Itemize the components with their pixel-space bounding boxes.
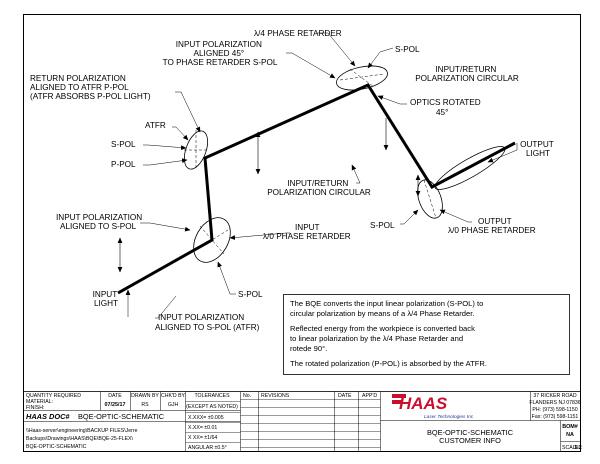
label-return-pol: RETURN POLARIZATION ALIGNED TO ATFR P-PO… [30,74,151,101]
label-output-half-wave: OUTPUT λ/0 PHASE RETARDER [448,217,536,235]
atfr-element [183,130,209,170]
svg-text:MATERIAL:: MATERIAL: [26,399,53,405]
svg-text:REVISIONS: REVISIONS [261,393,290,399]
svg-text:Laser Technologies Inc: Laser Technologies Inc [424,414,474,420]
label-quarter-wave: λ/4 PHASE RETARDER [254,29,342,38]
svg-text:PH: (973) 598-1150: PH: (973) 598-1150 [532,407,577,413]
svg-text:37 RICKER ROAD: 37 RICKER ROAD [533,393,576,399]
quarter-wave-retarder [336,65,388,91]
label-input-pol-45: INPUT POLARIZATION ALIGNED 45° TO PHASE … [163,40,278,67]
haas-logo: HAAS Laser Technologies Inc [392,394,474,420]
svg-text:1:2: 1:2 [574,445,582,451]
label-s-pol-input: S-POL [238,290,263,299]
note-box: The BQE converts the input linear polari… [283,294,570,375]
svg-text:X.XX= ±0.01: X.XX= ±0.01 [188,425,217,431]
label-input-half-wave: INPUT λ/0 PHASE RETARDER [263,223,351,241]
svg-text:DATE: DATE [108,393,122,399]
svg-text:DRAWN BY: DRAWN BY [131,393,159,399]
svg-text:ANGULAR ±0.5°: ANGULAR ±0.5° [188,445,227,451]
svg-text:NA: NA [566,432,574,438]
label-output-light: OUTPUT LIGHT [520,140,556,158]
title-block [23,391,581,452]
leader-lines [125,32,518,319]
svg-text:TOLERANCES: TOLERANCES [194,393,230,399]
svg-text:FINISH:: FINISH: [26,405,44,411]
svg-text:No.: No. [243,393,251,399]
svg-text:The BQE converts the input lin: The BQE converts the input linear polari… [290,299,487,368]
svg-text:CUSTOMER INFO: CUSTOMER INFO [439,436,501,445]
label-input-return-circ-top: INPUT/RETURN POLARIZATION CIRCULAR [415,65,519,83]
label-s-pol-top: S-POL [395,45,420,54]
svg-text:GJH: GJH [168,402,179,408]
svg-text:BQE-OPTIC-SCHEMATIC: BQE-OPTIC-SCHEMATIC [427,428,514,437]
svg-text:X.XXX= ±0.005: X.XXX= ±0.005 [188,415,224,421]
svg-text:X XX= ±1/64: X XX= ±1/64 [188,435,217,441]
label-input-light: INPUT LIGHT [93,290,120,308]
svg-text:BQE-OPTIC-SCHEMATIC: BQE-OPTIC-SCHEMATIC [78,412,165,421]
label-s-pol-output: S-POL [370,221,395,230]
title-block-text: QUANTITY REQUIRED MATERIAL: FINISH: DATE… [26,393,582,451]
label-input-return-circ-mid: INPUT/RETURN POLARIZATION CIRCULAR [267,179,371,197]
beam-path [117,83,516,295]
svg-text:BQE-OPTIC-SCHEMATIC: BQE-OPTIC-SCHEMATIC [26,444,87,450]
svg-text:SCALE:: SCALE: [562,445,580,451]
label-s-pol-atfr: S-POL [111,140,136,149]
label-optics-rotated: OPTICS ROTATED 45° [410,98,483,117]
label-atfr: ATFR [145,121,166,130]
svg-text:HAAS DOC#: HAAS DOC# [26,412,70,421]
svg-text:CHK'D BY: CHK'D BY [161,393,186,399]
svg-text:(EXCEPT AS NOTED): (EXCEPT AS NOTED) [186,404,238,410]
svg-text:HAAS: HAAS [399,394,448,413]
svg-text:\\Haas-server\engineering\BACK: \\Haas-server\engineering\BACKUP FILES\J… [26,428,138,434]
svg-text:07/25/17: 07/25/17 [105,402,126,408]
label-p-pol: P-POL [111,160,136,169]
svg-text:QUANTITY REQUIRED: QUANTITY REQUIRED [26,393,81,399]
label-input-pol-s: INPUT POLARIZATION ALIGNED TO S-POL [56,213,144,231]
svg-text:APP'D: APP'D [362,393,377,399]
svg-text:DATE: DATE [338,393,352,399]
svg-text:FLANDERS NJ 07836: FLANDERS NJ 07836 [529,400,580,406]
svg-text:BOM#: BOM# [562,424,578,430]
svg-text:RS: RS [141,402,149,408]
label-input-pol-atfr: INPUT POLARIZATION ALIGNED TO S-POL (ATF… [155,313,260,332]
output-half-wave-retarder [417,179,443,219]
svg-text:Fax: (973) 598-1151: Fax: (973) 598-1151 [532,414,579,420]
svg-text:Backups\Drawings\HAAS\BQE\BQE-: Backups\Drawings\HAAS\BQE\BQE-25-FLEX\ [26,436,134,442]
